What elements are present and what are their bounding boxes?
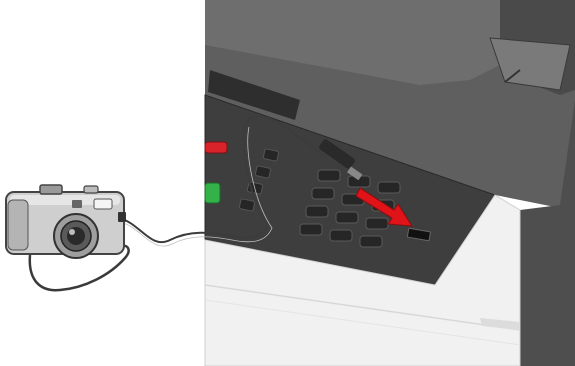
- start-button: [205, 183, 220, 203]
- stop-button: [205, 142, 227, 153]
- printer: [205, 0, 575, 366]
- digital-camera: [6, 185, 129, 290]
